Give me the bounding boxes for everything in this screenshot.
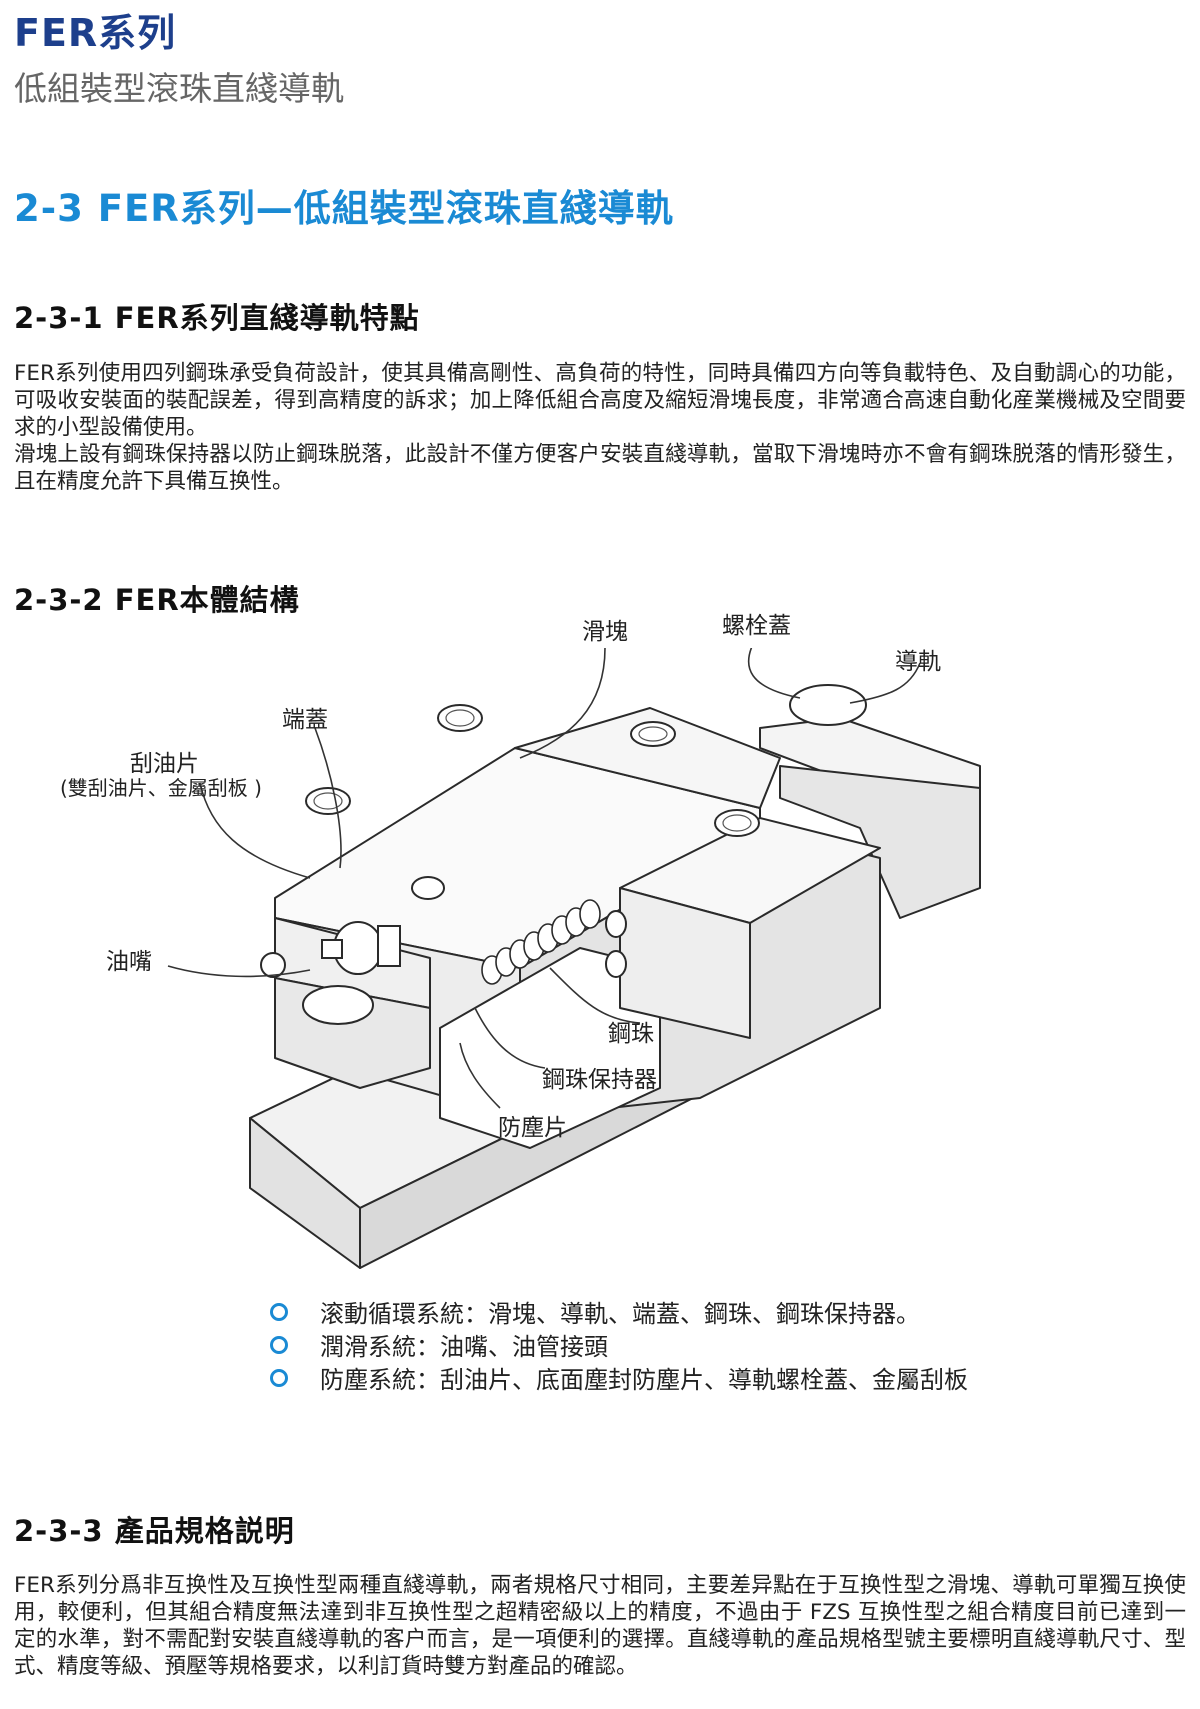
structure-heading: 2-3-2 FER本體結構 [14, 583, 300, 617]
bullet-ring-icon [270, 1335, 288, 1354]
system-item: 滚動循環系統：滑塊、導軌、端蓋、鋼珠、鋼珠保持器。 [270, 1295, 968, 1328]
label-ball-retainer: 鋼珠保持器 [542, 1067, 657, 1093]
label-steel-ball: 鋼珠 [608, 1021, 654, 1047]
series-subtitle: 低組裝型滾珠直綫導軌 [14, 69, 344, 108]
bullet-ring-icon [270, 1368, 288, 1387]
system-item-text: 潤滑系統：油嘴、油管接頭 [320, 1333, 608, 1361]
label-scraper-detail: (雙刮油片、金屬刮板 ) [60, 776, 262, 800]
features-paragraph-1: FER系列使用四列鋼珠承受負荷設計，使其具備高剛性、高負荷的特性，同時具備四方向… [14, 361, 1186, 440]
system-item: 潤滑系統：油嘴、油管接頭 [270, 1328, 968, 1361]
bullet-ring-icon [270, 1302, 288, 1321]
label-bolt-cap: 螺栓蓋 [722, 613, 791, 639]
linear-guide-structure-diagram: 滑塊 螺栓蓋 導軌 端蓋 刮油片 (雙刮油片、金屬刮板 ) 油嘴 鋼珠 鋼珠保持… [60, 613, 1010, 1288]
linear-guide-drawing [167, 648, 981, 1269]
series-title: FER系列 [14, 11, 177, 55]
spec-heading: 2-3-3 產品規格説明 [14, 1514, 295, 1548]
main-heading: 2-3 FER系列—低組裝型滾珠直綫導軌 [14, 187, 674, 230]
systems-list: 滚動循環系統：滑塊、導軌、端蓋、鋼珠、鋼珠保持器。 潤滑系統：油嘴、油管接頭 防… [270, 1295, 968, 1394]
label-dust-seal: 防塵片 [498, 1115, 567, 1141]
label-grease-nipple: 油嘴 [106, 949, 152, 975]
label-slider: 滑塊 [582, 619, 628, 645]
features-text: FER系列使用四列鋼珠承受負荷設計，使其具備高剛性、高負荷的特性，同時具備四方向… [14, 360, 1186, 495]
spec-paragraph: FER系列分爲非互换性及互换性型兩種直綫導軌，兩者規格尺寸相同，主要差异點在于互… [14, 1573, 1186, 1679]
system-item: 防塵系統：刮油片、底面塵封防塵片、導軌螺栓蓋、金屬刮板 [270, 1361, 968, 1394]
features-paragraph-2: 滑塊上設有鋼珠保持器以防止鋼珠脱落，此設計不僅方便客户安裝直綫導軌，當取下滑塊時… [14, 442, 1186, 494]
system-item-text: 防塵系統：刮油片、底面塵封防塵片、導軌螺栓蓋、金屬刮板 [320, 1366, 968, 1394]
system-item-text: 滚動循環系統：滑塊、導軌、端蓋、鋼珠、鋼珠保持器。 [320, 1300, 920, 1328]
label-rail: 導軌 [895, 649, 941, 675]
features-heading: 2-3-1 FER系列直綫導軌特點 [14, 301, 420, 335]
label-end-cap: 端蓋 [282, 707, 328, 733]
label-scraper: 刮油片 [130, 751, 199, 777]
